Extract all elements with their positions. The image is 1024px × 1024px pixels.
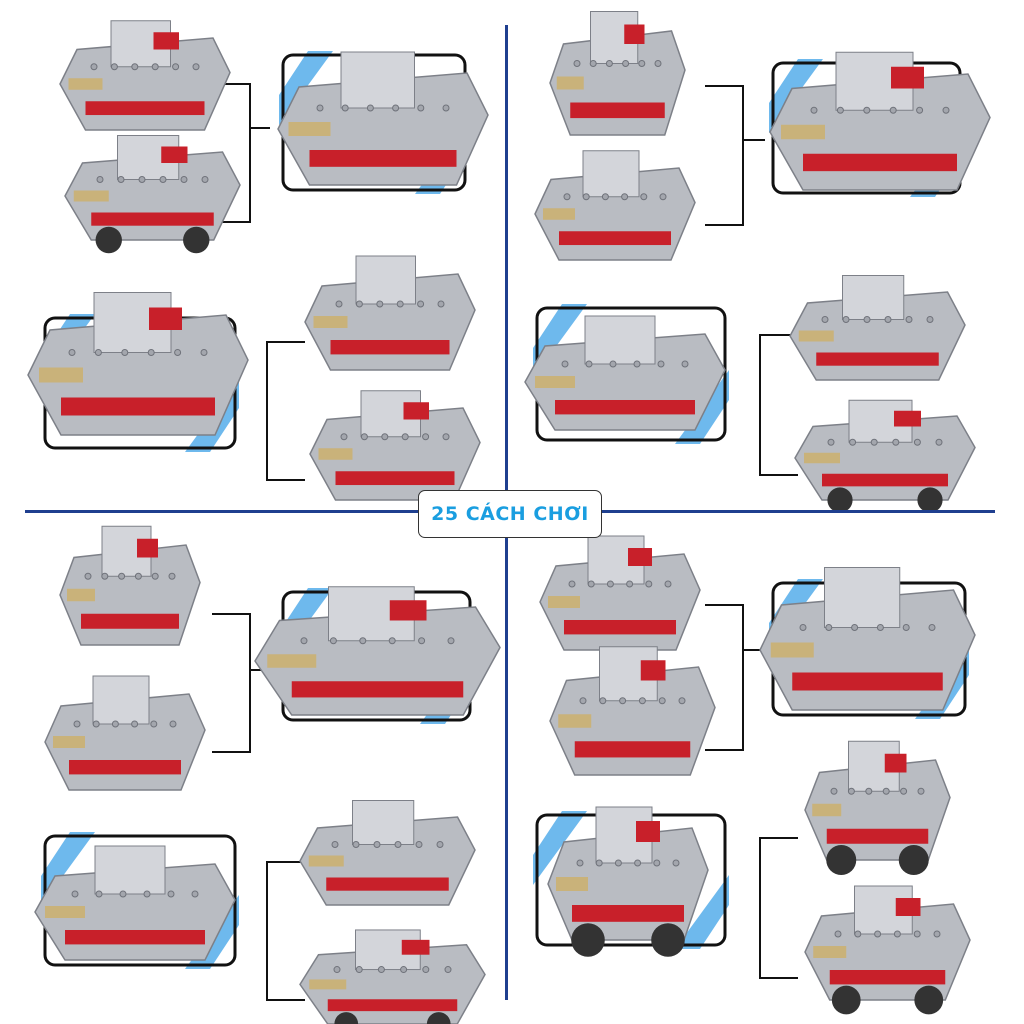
hover-craft-model [44,675,206,791]
hover-craft-model [534,150,696,261]
hovercraft-large-model [769,51,991,191]
connector-bracket [266,861,305,1001]
small-jet-model [299,800,476,906]
gunboat-model [794,399,976,513]
tower-model [59,525,201,646]
connector-bracket [705,604,765,751]
ways-to-play-badge: 25 CÁCH CHƠI [418,490,602,538]
jet-fighter-model [34,845,236,961]
connector-bracket [759,837,798,979]
tower-model [549,11,686,136]
jet-ship-model [304,255,476,371]
small-jet-model [789,275,966,381]
radar-tower-model [549,646,716,776]
connector-bracket [266,341,305,481]
speedboat-model [539,535,701,651]
connector-bracket [705,85,765,226]
helicopter-model [59,20,231,131]
connector-bracket [212,613,272,753]
fire-truck-model [804,885,971,1015]
carrier-model [309,390,481,501]
biplane-model [277,51,489,186]
jet-fighter-model [524,315,726,431]
hovercraft-large-model [254,586,501,716]
gunboat-model [299,929,486,1024]
destroyer-model [759,567,976,711]
battleship-model [27,292,249,436]
connector-bracket [212,83,270,223]
cannon-truck-model [64,135,241,254]
connector-bracket [759,334,798,476]
rescue-truck-model [804,740,951,875]
armored-car-model [547,806,709,957]
